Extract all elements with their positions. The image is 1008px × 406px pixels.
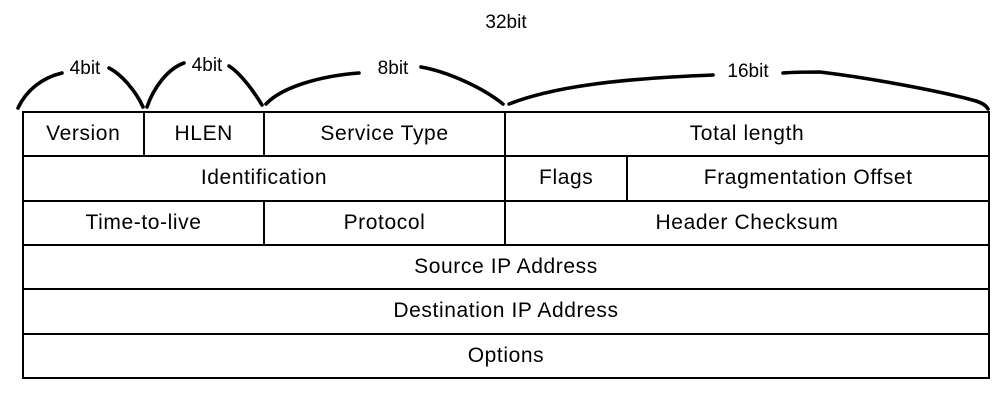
brace-8bit-right-icon [419,65,505,106]
table-row-2: Identification Flags Fragmentation Offse… [24,157,988,202]
field-hlen: HLEN [145,113,265,156]
bit-label-4bit-1: 4bit [66,59,104,79]
field-service-type: Service Type [265,113,506,156]
bit-label-16bit: 16bit [724,62,772,82]
field-fragmentation-offset: Fragmentation Offset [703,166,913,190]
field-time-to-live: Time-to-live [24,201,265,244]
table-row-6: Options [24,335,988,377]
bit-label-8bit: 8bit [374,59,412,79]
brace-16bit-right-icon [781,70,990,111]
brace-4bit-2-left-icon [145,61,186,109]
brace-4bit-2-right-icon [227,64,264,107]
field-version: Version [24,113,145,156]
brace-4bit-1-right-icon [107,66,145,109]
table-row-3: Time-to-live Protocol Header Checksum [24,201,988,246]
table-row-4: Source IP Address [24,246,988,291]
brace-8bit-left-icon [264,71,361,106]
field-source-ip-address: Source IP Address [414,255,598,279]
field-total-length: Total length [689,122,805,146]
field-options: Options [467,343,545,367]
ip-header-table: Version HLEN Service Type Total length I… [22,111,990,379]
table-row-1: Version HLEN Service Type Total length [24,113,988,158]
field-header-checksum: Header Checksum [655,210,839,234]
bit-label-4bit-2: 4bit [188,56,226,76]
field-destination-ip-address: Destination IP Address [393,299,619,323]
brace-4bit-1-left-icon [16,71,64,110]
field-flags: Flags [506,157,629,200]
brace-16bit-left-icon [507,73,715,106]
field-protocol: Protocol [265,201,506,244]
field-identification: Identification [24,157,506,200]
table-row-5: Destination IP Address [24,290,988,335]
total-width-label: 32bit [485,12,527,33]
